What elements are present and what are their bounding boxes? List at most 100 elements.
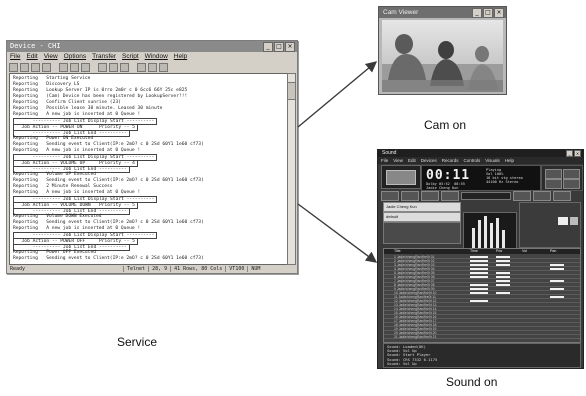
playlist-row[interactable]: 11 Jadie/chengRan/fire0t 11	[384, 295, 580, 299]
minimize-icon[interactable]: _	[263, 42, 273, 52]
playlist-row[interactable]: 15 Jadie/chengRan/fire0t 15	[384, 311, 580, 315]
eject-icon[interactable]	[381, 191, 399, 201]
find-icon[interactable]	[81, 62, 90, 72]
menu-options[interactable]: Options	[63, 53, 87, 60]
playlist-row[interactable]: 9 Jadie/chengRan/fire0t 09	[384, 287, 580, 291]
print-icon[interactable]	[98, 62, 107, 72]
sound-menu-edit[interactable]: Edit	[407, 158, 416, 163]
playlist-cell-marker	[550, 264, 564, 266]
sound-menu-devices[interactable]: Devices	[420, 158, 437, 163]
menu-file[interactable]: File	[10, 53, 21, 60]
caption-cam-on: Cam on	[424, 118, 467, 132]
forward-button[interactable]	[563, 179, 580, 189]
playlist-row[interactable]: 1 Jadie/chengRan/fire0t 01	[384, 255, 580, 259]
playlist-row[interactable]: 7 Jadie/chengRan/fire0t 07	[384, 279, 580, 283]
close-icon[interactable]: ×	[494, 8, 504, 18]
menu-window[interactable]: Window	[144, 53, 168, 60]
record-icon[interactable]	[553, 191, 571, 201]
session-options-icon[interactable]	[109, 62, 118, 72]
play-icon[interactable]	[421, 191, 439, 201]
seek-slider[interactable]	[461, 192, 511, 200]
sound-menu-help[interactable]: Help	[504, 158, 514, 163]
col-title[interactable]: Title	[394, 249, 401, 253]
playlist-cell-marker	[470, 284, 488, 286]
col-pos[interactable]: Pos	[496, 249, 503, 253]
paste-icon[interactable]	[70, 62, 79, 72]
reconnect-icon[interactable]	[20, 62, 29, 72]
repeat-icon[interactable]	[513, 191, 531, 201]
playlist-row[interactable]: 2 Jadie/chengRan/fire0t 02	[384, 259, 580, 263]
playlist-row[interactable]: 4 Jadie/chengRan/fire0t 04	[384, 267, 580, 271]
sound-menu-file[interactable]: File	[381, 158, 389, 163]
scrollbar-thumb[interactable]	[288, 82, 295, 100]
sound-menu-visuals[interactable]: Visuals	[485, 158, 500, 163]
sound-menu-controls[interactable]: Controls	[463, 158, 481, 163]
terminal-scrollbar[interactable]	[287, 73, 296, 265]
playlist-row[interactable]: 12 Jadie/chengRan/fire0t 12	[384, 299, 580, 303]
settings-icon[interactable]	[137, 62, 146, 72]
connect-icon[interactable]	[9, 62, 18, 72]
sound-menu-view[interactable]: View	[393, 158, 403, 163]
playlist-cell-marker	[496, 276, 510, 278]
track-info-lower: Dolby 05:52 08:55 Jadie Cheng Kun	[426, 182, 465, 190]
playlist-row[interactable]: 13 Jadie/chengRan/fire0t 13	[384, 303, 580, 307]
playlist-row[interactable]: 20 Jadie/chengRan/fire0t 20	[384, 331, 580, 335]
maximize-icon[interactable]: □	[483, 8, 493, 18]
col-time[interactable]: Time	[470, 249, 478, 253]
terminal-titlebar[interactable]: Device - CHI _ □ ×	[7, 41, 297, 52]
prev-track-button[interactable]	[545, 169, 562, 179]
pause-icon[interactable]	[441, 191, 459, 201]
info-icon[interactable]	[159, 62, 168, 72]
playlist-row[interactable]: 18 Jadie/chengRan/fire0t 18	[384, 323, 580, 327]
playlist-cell-marker	[470, 288, 488, 290]
cam-titlebar[interactable]: Cam Viewer _ □ ×	[379, 7, 506, 18]
sound-menu-records[interactable]: Records	[441, 158, 459, 163]
quick-connect-icon[interactable]	[42, 62, 51, 72]
minimize-icon[interactable]: _	[472, 8, 482, 18]
playlist-row[interactable]: 3 Jadie/chengRan/fire0t 03	[384, 263, 580, 267]
playlist-row[interactable]: 8 Jadie/chengRan/fire0t 08	[384, 283, 580, 287]
next-track-button[interactable]	[563, 169, 580, 179]
col-pan[interactable]: Pan	[550, 249, 557, 253]
menu-edit[interactable]: Edit	[26, 53, 38, 60]
log-line: Reporting (Cam) Device has been register…	[13, 94, 188, 99]
sound-display: 00:11 Playing Vol 100% 16 bit stg stereo…	[421, 165, 541, 191]
menu-help[interactable]: Help	[173, 53, 188, 60]
playlist-row-title: 14 Jadie/chengRan/fire0t 14	[394, 307, 437, 311]
playlist-row-title: 10 Jadie/chengRan/fire0t 10	[394, 291, 437, 295]
info-line: Jadie Cheng Kun	[426, 186, 459, 190]
shuffle-icon[interactable]	[533, 191, 551, 201]
menu-view[interactable]: View	[43, 53, 58, 60]
info-line: 16 bit stg stereo	[486, 176, 523, 180]
stop-icon[interactable]	[401, 191, 419, 201]
log-line: Reporting Volume UP Executed	[13, 172, 96, 177]
playlist-row[interactable]: 5 Jadie/chengRan/fire0t 05	[384, 271, 580, 275]
playlist-row[interactable]: 16 Jadie/chengRan/fire0t 16	[384, 315, 580, 319]
maximize-icon[interactable]: □	[274, 42, 284, 52]
playlist-row[interactable]: 10 Jadie/chengRan/fire0t 10	[384, 291, 580, 295]
help-icon[interactable]	[148, 62, 157, 72]
sound-titlebar[interactable]: Sound _ ×	[378, 150, 583, 157]
playlist-row[interactable]: 17 Jadie/chengRan/fire0t 17	[384, 319, 580, 323]
disconnect-icon[interactable]	[31, 62, 40, 72]
arrow-to-cam	[297, 61, 378, 128]
playlist-row[interactable]: 14 Jadie/chengRan/fire0t 14	[384, 307, 580, 311]
rewind-button[interactable]	[545, 179, 562, 189]
log-line: Reporting Volume DOWN Executed	[13, 214, 102, 219]
keymap-icon[interactable]	[120, 62, 129, 72]
minimize-icon[interactable]: _	[566, 150, 573, 157]
playlist-row[interactable]: 6 Jadie/chengRan/fire0t 06	[384, 275, 580, 279]
track-select[interactable]: Jadie Cheng Kun	[383, 202, 461, 212]
menu-transfer[interactable]: Transfer	[92, 53, 117, 60]
col-vol[interactable]: Vol	[522, 249, 527, 253]
copy-icon[interactable]	[59, 62, 68, 72]
playlist-row[interactable]: 21 Jadie/chengRan/fire0t 21	[384, 335, 580, 339]
close-icon[interactable]: ×	[285, 42, 295, 52]
close-icon[interactable]: ×	[574, 150, 581, 157]
terminal-title: Device - CHI	[10, 42, 61, 50]
playlist-grid[interactable]: Title Time Pos Vol Pan 1 Jadie/chengRan/…	[383, 248, 581, 343]
preset-select[interactable]: default	[383, 212, 461, 222]
playlist-row[interactable]: 19 Jadie/chengRan/fire0t 19	[384, 327, 580, 331]
menu-script[interactable]: Script	[122, 53, 139, 60]
